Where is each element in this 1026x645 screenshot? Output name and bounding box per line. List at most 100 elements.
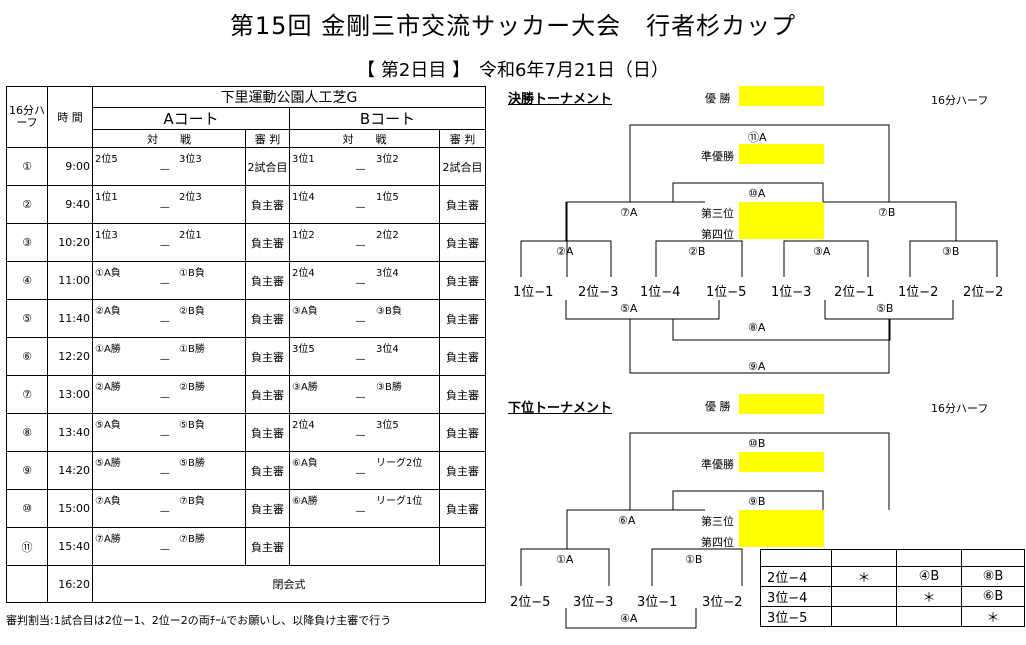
lower-m1B: ①B [685, 553, 703, 566]
ref-header-b: 審 判 [439, 129, 486, 148]
upper-champion-label: 優 勝 [705, 92, 731, 105]
team-2: ②B勝 [179, 382, 205, 393]
team-2: ②B負 [179, 306, 205, 317]
standing-cell [831, 586, 897, 607]
closing-no [6, 565, 48, 603]
team-1: 1位3 [95, 230, 118, 241]
schedule-table: 16分ハーフ 時 間 下里運動公園人工芝G Aコート Bコート 対 戦 審 判 … [6, 86, 486, 603]
team-2: 2位3 [179, 192, 202, 203]
upper-m7B: ⑦B [878, 206, 896, 219]
team-2: ①B勝 [179, 344, 205, 355]
team-1: ⑦A負 [95, 496, 121, 507]
court-b-match: 2位4 3位4 — [289, 261, 440, 300]
upper-third-fourth-box [739, 202, 824, 239]
team-1: ①A勝 [95, 344, 121, 355]
upper-m11A: ⑪A [748, 131, 767, 144]
upper-fourth-label: 第四位 [701, 228, 734, 241]
team-1: ③A負 [292, 306, 318, 317]
footnote: 審判割当:1試合目は2位ー1、2位ー2の両ﾁｰﾑでお願いし、以降負け主審で行う [6, 614, 392, 627]
team-2: 3位2 [376, 154, 399, 165]
team-1: 2位4 [292, 268, 315, 279]
upper-m5B: ⑤B [876, 302, 894, 315]
standing-row: 3位−4＊⑥B [760, 586, 1025, 607]
standing-cell [896, 606, 962, 627]
team-1: 3位1 [292, 154, 315, 165]
upper-m3A: ③A [813, 245, 831, 258]
team-1: 1位2 [292, 230, 315, 241]
team-2: ③B勝 [376, 382, 402, 393]
lower-m10B: ⑩B [748, 437, 766, 450]
upper-third-label: 第三位 [701, 207, 734, 220]
upper-team: 2位−1 [834, 285, 875, 300]
court-a-referee: 負主審 [245, 451, 290, 490]
team-2: ①B負 [179, 268, 205, 279]
court-b-referee: 2試合目 [439, 147, 486, 186]
upper-m2A: ②A [556, 245, 574, 258]
lower-team: 3位−2 [702, 595, 743, 610]
match-number: ⑤ [6, 299, 48, 338]
team-2: 3位4 [376, 268, 399, 279]
upper-team: 1位−5 [706, 285, 747, 300]
team-1: ⑥A勝 [292, 496, 318, 507]
team-1: 3位5 [292, 344, 315, 355]
upper-half-label: 16分ハーフ [931, 94, 989, 107]
versus-dash: — [355, 278, 366, 289]
team-1: ③A勝 [292, 382, 318, 393]
match-number: ① [6, 147, 48, 186]
lower-runnerup-box [739, 452, 824, 472]
team-1: ⑥A負 [292, 458, 318, 469]
team-2: 1位5 [376, 192, 399, 203]
court-b-referee: 負主審 [439, 413, 486, 452]
team-2: ⑤B負 [179, 420, 205, 431]
match-time: 15:40 [47, 527, 93, 566]
versus-dash: — [355, 506, 366, 517]
versus-dash: — [159, 430, 170, 441]
standing-row: 3位−5＊ [760, 606, 1025, 627]
lower-half-label: 16分ハーフ [931, 402, 989, 415]
versus-dash: — [159, 202, 170, 213]
upper-tournament-label: 決勝トーナメント [508, 92, 613, 107]
team-1: 2位4 [292, 420, 315, 431]
match-time: 9:40 [47, 185, 93, 224]
team-1: 1位4 [292, 192, 315, 203]
lower-champion-label: 優 勝 [705, 400, 731, 413]
team-2: 3位5 [376, 420, 399, 431]
versus-dash: — [355, 354, 366, 365]
upper-m8A: ⑧A [748, 321, 766, 334]
court-a-referee: 負主審 [245, 299, 290, 338]
team-1: 2位5 [95, 154, 118, 165]
court-b-referee: 負主審 [439, 223, 486, 262]
court-b-referee: 負主審 [439, 261, 486, 300]
court-b-match: ⑥A負 リーグ2位 — [289, 451, 440, 490]
team-2: ⑦B負 [179, 496, 205, 507]
team-2: ⑦B勝 [179, 534, 205, 545]
versus-dash: — [159, 316, 170, 327]
upper-m9A: ⑨A [748, 360, 766, 373]
upper-runnerup-label: 準優勝 [701, 150, 734, 163]
versus-dash: — [355, 240, 366, 251]
team-2: リーグ2位 [376, 458, 423, 469]
versus-dash: — [159, 544, 170, 555]
match-time: 12:20 [47, 337, 93, 376]
upper-m2B: ②B [688, 245, 706, 258]
lower-fourth-label: 第四位 [701, 536, 734, 549]
team-1: ②A負 [95, 306, 121, 317]
lower-team: 3位−3 [573, 595, 614, 610]
page-title: 第15回 金剛三市交流サッカー大会 行者杉カップ [229, 12, 797, 40]
match-number: ⑦ [6, 375, 48, 414]
versus-dash: — [355, 468, 366, 479]
versus-dash: — [159, 278, 170, 289]
versus-dash: — [355, 392, 366, 403]
